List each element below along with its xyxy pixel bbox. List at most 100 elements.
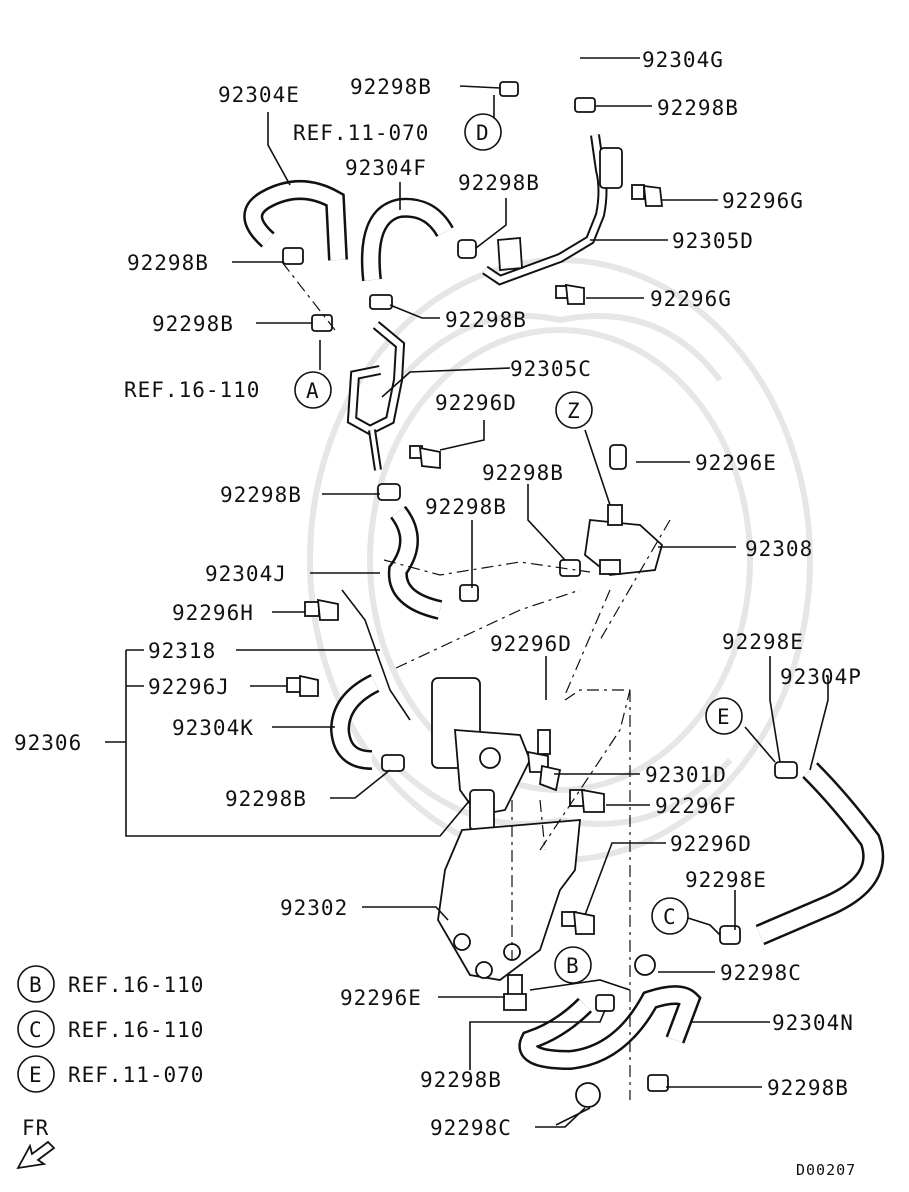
label-92304N[interactable]: 92304N (772, 1011, 854, 1035)
pipe-92305C[interactable] (346, 321, 406, 471)
svg-text:REF.16-110: REF.16-110 (68, 1018, 204, 1042)
label-92304J[interactable]: 92304J (205, 562, 287, 586)
label-92296D[interactable]: 92296D (435, 391, 517, 415)
label-92301D[interactable]: 92301D (645, 763, 727, 787)
svg-text:D: D (476, 121, 490, 145)
bolt-92296F[interactable] (569, 788, 605, 813)
bolt-92296J[interactable] (286, 674, 319, 697)
svg-text:E: E (29, 1063, 43, 1087)
hose-92304N[interactable] (518, 985, 702, 1071)
clamp-92298E-upper[interactable] (774, 761, 798, 779)
label-92302[interactable]: 92302 (280, 896, 348, 920)
bolt-92296D-lower[interactable] (561, 910, 595, 935)
label-92296H[interactable]: 92296H (172, 601, 254, 625)
label-92304K[interactable]: 92304K (172, 716, 254, 740)
label-92298C[interactable]: 92298C (720, 961, 802, 985)
label-92296E[interactable]: 92296E (340, 986, 422, 1010)
leader-lines (105, 57, 829, 1128)
label-ref-16-110[interactable]: REF.16-110 (124, 378, 260, 402)
clamp-92298B-left[interactable] (282, 247, 304, 265)
bolt-92296D-upper[interactable] (409, 445, 441, 470)
callout-B[interactable]: B (554, 946, 592, 984)
fr-label: FR (22, 1116, 49, 1140)
label-92304F[interactable]: 92304F (345, 156, 427, 180)
label-ref-11-070[interactable]: REF.11-070 (293, 121, 429, 145)
label-92298B[interactable]: 92298B (767, 1076, 849, 1100)
bracket-92302[interactable] (437, 819, 582, 981)
callout-Z[interactable]: Z (555, 391, 593, 429)
fr-direction-indicator: FR (16, 1116, 56, 1170)
label-92298B[interactable]: 92298B (458, 171, 540, 195)
svg-text:C: C (663, 905, 677, 929)
label-92298B[interactable]: 92298B (420, 1068, 502, 1092)
callout-A[interactable]: A (294, 371, 332, 409)
label-92298B[interactable]: 92298B (152, 312, 234, 336)
callout-C[interactable]: C (651, 897, 689, 935)
label-92306[interactable]: 92306 (14, 731, 82, 755)
hose-92304K[interactable] (329, 674, 380, 770)
clamp-92298B-j[interactable] (459, 584, 479, 602)
clamp-92298E-lower[interactable] (719, 925, 741, 945)
callout-D[interactable]: D (464, 113, 502, 151)
part-labels: 92304G 92298B 92298B 92304E REF.11-070 9… (14, 48, 862, 1140)
label-92296J[interactable]: 92296J (148, 675, 230, 699)
label-92304P[interactable]: 92304P (780, 665, 862, 689)
label-92296E[interactable]: 92296E (695, 451, 777, 475)
label-92308[interactable]: 92308 (745, 537, 813, 561)
clamp-92298B-lower-left[interactable] (377, 483, 401, 501)
label-92305D[interactable]: 92305D (672, 229, 754, 253)
label-92304G[interactable]: 92304G (642, 48, 724, 72)
legend-item-B[interactable]: B REF.16-110 (17, 965, 204, 1003)
clamp-92298B-top-right[interactable] (574, 97, 596, 113)
label-92296F[interactable]: 92296F (655, 794, 737, 818)
bolt-92296D-middle[interactable] (526, 729, 551, 773)
label-92298B[interactable]: 92298B (220, 483, 302, 507)
label-92296G[interactable]: 92296G (722, 189, 804, 213)
legend-item-E[interactable]: E REF.11-070 (17, 1055, 204, 1093)
clamp-92298B-n-right[interactable] (647, 1074, 669, 1092)
label-92298B[interactable]: 92298B (225, 787, 307, 811)
pipe-92305D[interactable] (482, 134, 623, 286)
clamp-92298B-center[interactable] (457, 239, 477, 259)
label-92296G[interactable]: 92296G (650, 287, 732, 311)
label-92298E[interactable]: 92298E (685, 868, 767, 892)
label-92305C[interactable]: 92305C (510, 357, 592, 381)
label-92298B[interactable]: 92298B (482, 461, 564, 485)
hose-92304P[interactable] (755, 762, 885, 946)
clamp-92298B-n-left[interactable] (595, 994, 615, 1012)
fr-arrow-icon (16, 1140, 56, 1170)
callout-E[interactable]: E (705, 697, 743, 735)
label-92296D[interactable]: 92296D (490, 632, 572, 656)
clamp-92298B-mid[interactable] (369, 294, 393, 310)
legend-item-C[interactable]: C REF.16-110 (17, 1010, 204, 1048)
bolt-92296G-lower[interactable] (555, 283, 585, 305)
label-92296D[interactable]: 92296D (670, 832, 752, 856)
label-92318[interactable]: 92318 (148, 639, 216, 663)
label-92298B[interactable]: 92298B (127, 251, 209, 275)
label-92298B[interactable]: 92298B (425, 495, 507, 519)
hose-92304E[interactable] (243, 180, 348, 261)
valve-92308[interactable] (584, 444, 664, 576)
bolt-92296H[interactable] (304, 598, 339, 621)
label-92298B[interactable]: 92298B (657, 96, 739, 120)
svg-text:B: B (566, 954, 580, 978)
valve-body-92306[interactable] (431, 677, 531, 831)
hose-92304G[interactable] (505, 37, 585, 97)
clamp-92298B-k[interactable] (381, 754, 405, 772)
bracket-92301D[interactable] (539, 764, 562, 792)
label-92298C[interactable]: 92298C (430, 1116, 512, 1140)
legend: B REF.16-110 C REF.16-110 E REF.11-070 (17, 965, 204, 1093)
wire-92318[interactable] (341, 589, 411, 721)
clamp-92298B-top-left[interactable] (499, 81, 519, 97)
clamp-92298C-lower[interactable] (575, 1082, 601, 1108)
label-92298B[interactable]: 92298B (445, 308, 527, 332)
label-92298B[interactable]: 92298B (350, 75, 432, 99)
hose-92304F[interactable] (360, 197, 454, 282)
hose-92304J[interactable] (387, 505, 443, 620)
label-92304E[interactable]: 92304E (218, 83, 300, 107)
label-92298E[interactable]: 92298E (722, 630, 804, 654)
bolt-92296G-upper[interactable] (631, 184, 664, 207)
bolt-92296E-lower[interactable] (503, 974, 527, 1011)
clamp-92298C-upper[interactable] (634, 954, 656, 976)
